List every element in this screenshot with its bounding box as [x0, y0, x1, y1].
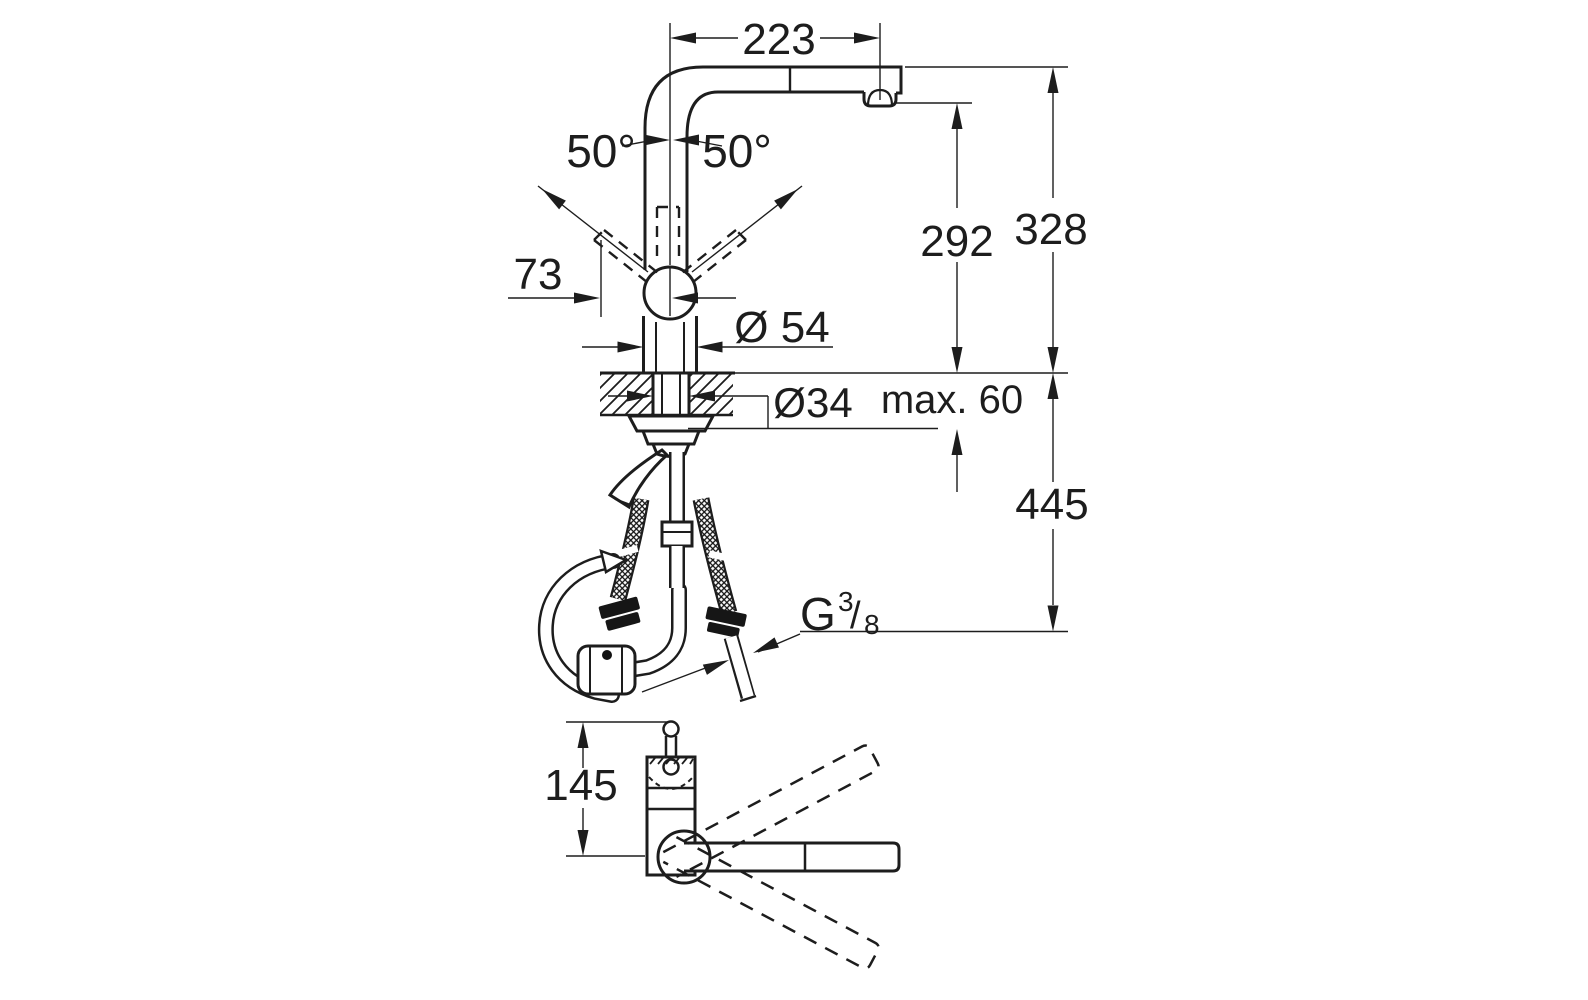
- pullout-hose-upper: [660, 452, 694, 588]
- hose-guide-horn: [607, 448, 670, 510]
- supply-hose-left: [598, 497, 650, 631]
- dim-hose-drop: 445: [1013, 373, 1091, 632]
- dim-total-height: 328: [1011, 67, 1091, 373]
- dim-lever-length-label: 73: [514, 250, 563, 299]
- thread-callout: G 3 / 8: [641, 586, 880, 693]
- thread-label-letter: G: [800, 588, 836, 640]
- dim-deck-thickness-label: max. 60: [881, 378, 1023, 422]
- side-view: 223: [508, 15, 1091, 703]
- weight-screw: [602, 650, 612, 660]
- dim-depth-label: 145: [544, 761, 617, 810]
- dim-deck-thickness: max. 60: [881, 378, 1023, 492]
- spout-inner-edge: [685, 90, 864, 272]
- spout-outer-edge: [643, 65, 903, 270]
- dim-swing-left-label: 50°: [566, 125, 636, 177]
- dim-outlet-height-label: 292: [920, 217, 993, 266]
- dome-dashed-arc: [648, 776, 694, 790]
- dim-depth: 145: [544, 722, 618, 856]
- dim-hose-drop-label: 445: [1015, 480, 1088, 529]
- lever-upright: [655, 205, 681, 263]
- spout-top-view: [684, 841, 901, 873]
- dim-lever-swing: 50° 50°: [537, 125, 803, 287]
- countertop-section: [600, 371, 1068, 417]
- hose-docking-tip: [599, 549, 629, 574]
- spout-pivot-circle: [656, 829, 712, 885]
- thread-label-slash: /: [850, 595, 861, 637]
- hose-assembly: [537, 448, 757, 703]
- hose-connector: [660, 520, 694, 548]
- hose-end-cut: [739, 694, 757, 703]
- top-view: 145: [544, 720, 901, 970]
- dim-outlet-height: 292: [920, 103, 994, 373]
- dim-total-height-label: 328: [1014, 205, 1087, 254]
- pullout-hose-curve: [628, 582, 687, 677]
- dim-body-diameter: Ø 54: [582, 303, 833, 353]
- label-bg: [772, 385, 854, 421]
- mounting-nut: [640, 429, 702, 446]
- dim-spout-reach: 223: [670, 15, 880, 64]
- hose-break-right: [708, 550, 730, 562]
- faucet-side-outline: [642, 65, 903, 373]
- label-bg: [920, 219, 994, 261]
- hose-weight: [576, 644, 637, 696]
- dim-lever-length: 73: [508, 250, 736, 304]
- spout-swivel-down: [662, 836, 880, 970]
- lever-tilted-right: [677, 229, 747, 287]
- dimension-annotations: 223: [508, 15, 1091, 693]
- cartridge-dot: [662, 758, 680, 776]
- hose-nut-right: [705, 606, 747, 638]
- dim-swing-right-label: 50°: [702, 125, 772, 177]
- thread-label-denominator: 8: [864, 609, 880, 640]
- spout-swivel-up: [662, 744, 880, 878]
- faucet-top-outline: [645, 720, 901, 970]
- label-bg: [1011, 207, 1091, 249]
- lever-tilted-left: [593, 229, 663, 287]
- hose-nut-left: [598, 596, 641, 631]
- hose-break-left: [617, 545, 639, 557]
- dim-spout-reach-label: 223: [742, 15, 815, 64]
- dim-hole-diameter: Ø34: [608, 379, 854, 428]
- supply-hose-right: [692, 497, 757, 703]
- thread-label-numerator: 3: [838, 586, 854, 617]
- mounting-hardware: [626, 414, 716, 458]
- mounting-plate: [626, 414, 716, 433]
- label-bg: [1013, 482, 1091, 524]
- pullout-hose-loop: [537, 553, 621, 703]
- spray-outlet-nub: [862, 92, 898, 108]
- dim-body-diameter-label: Ø 54: [734, 303, 829, 352]
- hose-guide-tip: [662, 720, 680, 738]
- dim-hole-diameter-label: Ø34: [773, 379, 852, 426]
